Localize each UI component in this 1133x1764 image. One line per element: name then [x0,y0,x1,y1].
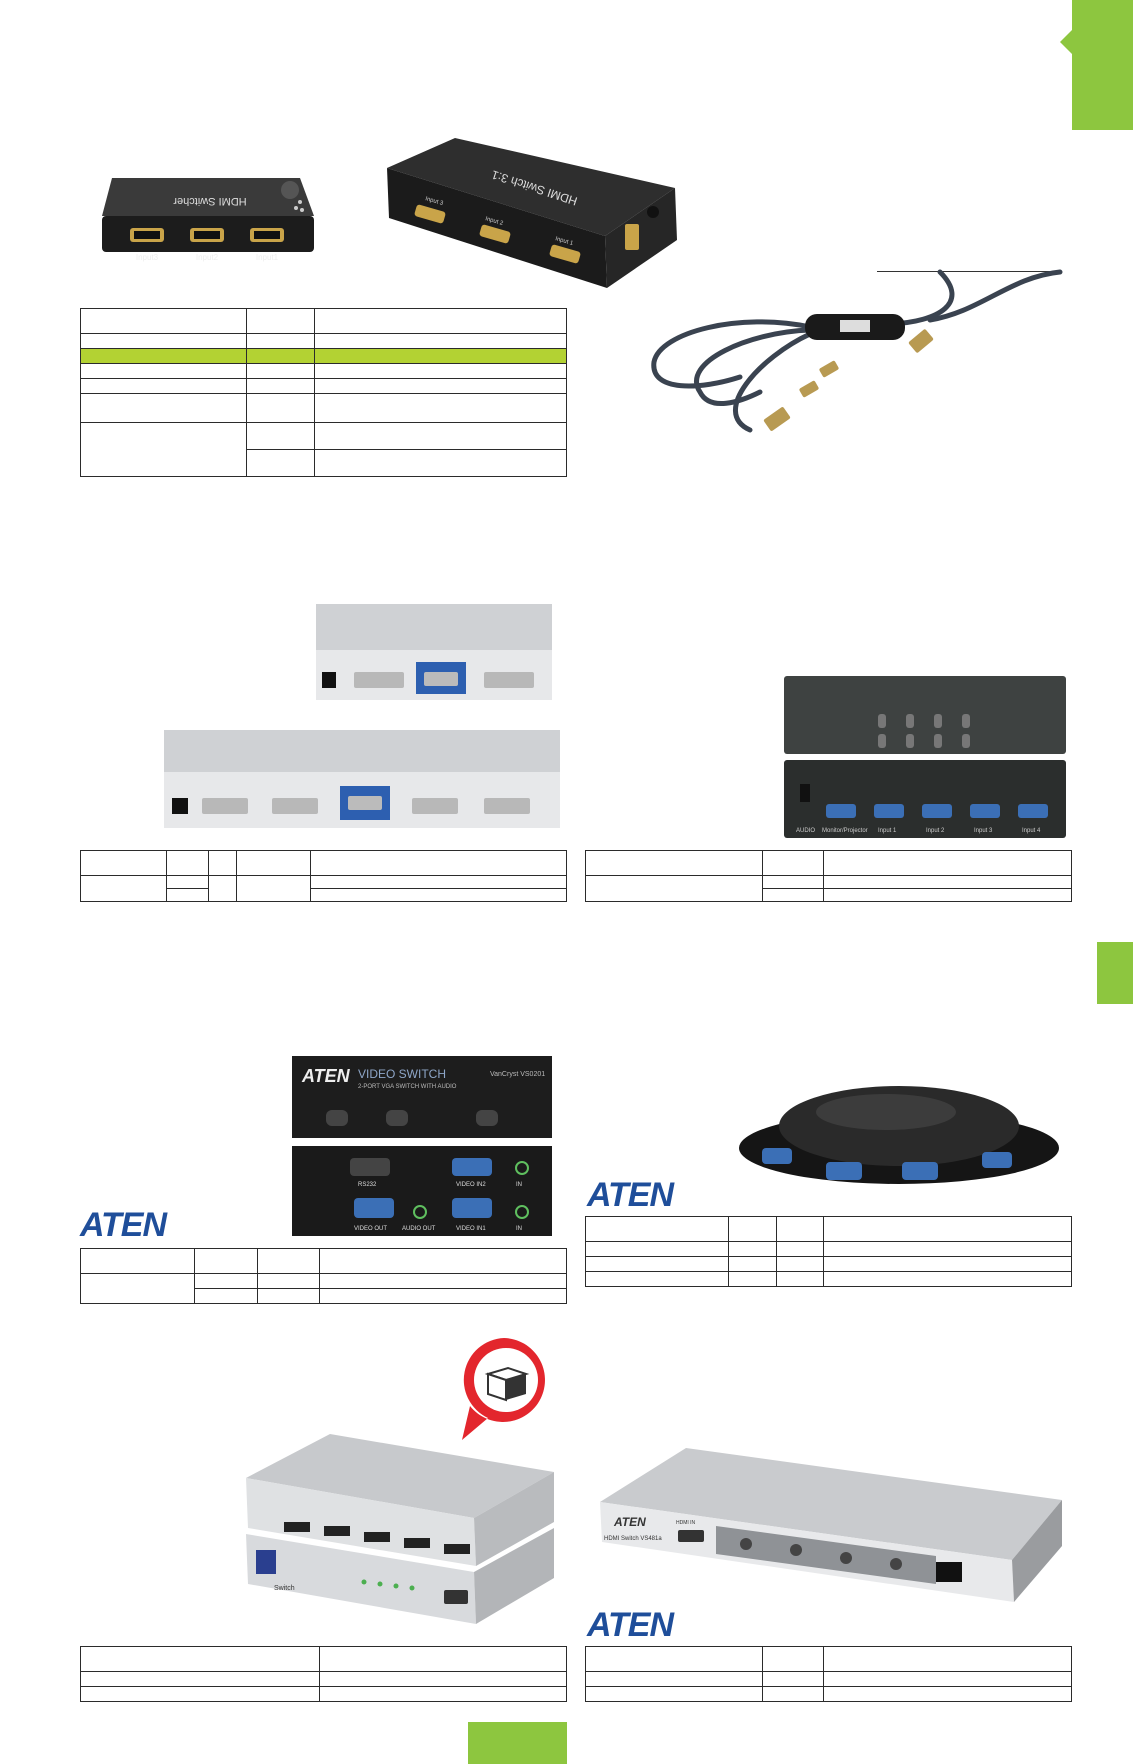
spec-table-dvi [80,850,567,902]
table-row [80,1686,567,1702]
vs0201-brand: ATEN [301,1066,351,1086]
spec-table-vs481 [585,1646,1072,1702]
table-row [585,1686,1072,1702]
hdmi-switcher-title: HDMI Switcher [173,195,247,207]
vs0201-audioout: AUDIO OUT [402,1226,436,1232]
displayport-switch-photo: Switch [246,1434,554,1624]
aten-hdmi-vs481-photo: ATEN HDMI Switch VS481a HDMI IN [600,1448,1062,1602]
vga-audio-label: AUDIO [796,828,815,834]
aten-logo-round-switch: ATEN [587,1176,674,1214]
chapter-tab-notch [1060,30,1072,54]
aten-vs0201-photo: ATEN VIDEO SWITCH 2-PORT VGA SWITCH WITH… [292,1056,552,1236]
table-row [585,850,1072,876]
vs481-hdmi-in-label: HDMI IN [676,1520,696,1526]
table-row [80,850,567,876]
displayport-switch-label: Switch [274,1585,295,1592]
table-row [80,1646,567,1672]
cable-section-rule [877,271,1053,272]
input3-label: Input3 [136,253,159,262]
vga-input1-label: Input 1 [878,828,897,834]
vga-input4-label: Input 4 [1022,828,1041,834]
package-box-icon [462,1338,545,1440]
spec-table-displayport [80,1646,567,1702]
hdmi-cable-photo [651,269,1063,433]
vga-switch-4port-photo: AUDIO Monitor/Projector Input 1 Input 2 … [784,676,1066,838]
hdmi-switch-3-1-photo: HDMI Switch 3:1 Input 3 Input 2 Input 1 [387,138,677,288]
table-row [585,875,1072,902]
spec-table-round-switch [585,1216,1072,1287]
table-row [80,875,567,902]
aten-logo-text: ATEN [587,1606,674,1644]
spec-table-hdmi [80,308,567,477]
table-row [80,378,567,394]
table-row [80,333,567,349]
vga-monitor-label: Monitor/Projector [822,828,868,834]
hdmi-switcher-photo: HDMI Switcher Input3 Input2 Input1 [102,178,314,262]
vs0201-videoin2: VIDEO IN2 [456,1182,486,1188]
vs481-model-label: HDMI Switch VS481a [604,1536,662,1542]
table-row [585,1271,1072,1287]
vs0201-title: VIDEO SWITCH [358,1067,446,1081]
vga-input2-label: Input 2 [926,828,945,834]
aten-logo-text: ATEN [587,1176,674,1214]
vs0201-model: VanCryst VS0201 [490,1071,545,1078]
table-row [81,888,567,902]
spec-table-vs0201 [80,1248,567,1304]
aten-logo-vs481: ATEN [587,1606,674,1644]
vs0201-rs232: RS232 [358,1182,377,1188]
table-row [80,422,567,477]
vga-input3-label: Input 3 [974,828,993,834]
table-row [80,308,567,334]
port-input1-label: Input 1 [554,236,574,247]
page-number-tab [468,1722,567,1764]
input1-label: Input1 [256,253,279,262]
table-row [585,1256,1072,1272]
aten-logo-text: ATEN [80,1206,167,1244]
vs481-brand: ATEN [613,1515,646,1529]
aten-logo-vs0201: ATEN [80,1206,167,1244]
table-row [81,1288,567,1304]
table-row [80,1273,567,1304]
chapter-tab-mid [1097,942,1133,1004]
port-input2-label: Input 2 [484,216,504,227]
table-row [80,1671,567,1687]
table-row [585,1646,1072,1672]
table-row [81,449,567,477]
vs0201-in-bottom: IN [516,1226,522,1232]
spec-table-vga [585,850,1072,902]
table-row-highlighted [80,348,567,364]
vs0201-subtitle: 2-PORT VGA SWITCH WITH AUDIO [358,1084,457,1090]
table-row [80,1248,567,1274]
aten-round-switch-photo [739,1086,1059,1184]
port-input3-label: Input 3 [424,196,444,207]
chapter-tab-top [1072,0,1133,130]
table-row [585,1216,1072,1242]
input2-label: Input2 [196,253,219,262]
dvi-splitter-4port-photo [164,730,560,828]
vs0201-in-top: IN [516,1182,522,1188]
table-row [80,393,567,423]
vs0201-videoout: VIDEO OUT [354,1226,387,1232]
vs0201-videoin1: VIDEO IN1 [456,1226,486,1232]
table-row [585,1671,1072,1687]
table-row [80,363,567,379]
table-row [585,1241,1072,1257]
dvi-splitter-2port-photo [316,604,552,700]
table-row [586,888,1072,902]
